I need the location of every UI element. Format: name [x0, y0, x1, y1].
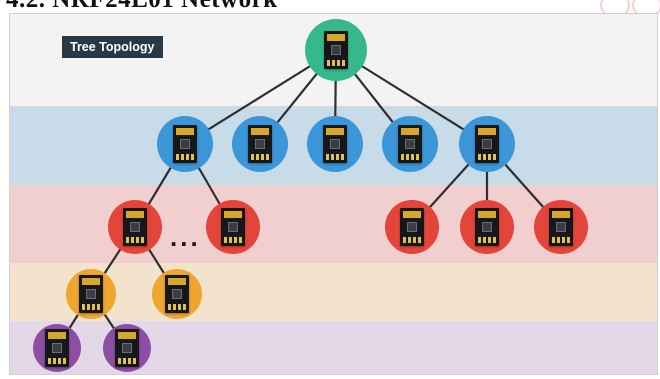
- nrf24l01-module-icon: [45, 329, 69, 367]
- nrf24l01-module-icon: [475, 208, 499, 246]
- level-2-node: [534, 200, 588, 254]
- nrf24l01-module-icon: [248, 125, 272, 163]
- nrf24l01-module-icon: [221, 208, 245, 246]
- level-2-node: [460, 200, 514, 254]
- nrf24l01-module-icon: [475, 125, 499, 163]
- nrf24l01-module-icon: [324, 31, 348, 69]
- level-1-node: [307, 116, 363, 172]
- nrf24l01-module-icon: [115, 329, 139, 367]
- nrf24l01-module-icon: [549, 208, 573, 246]
- section-heading: 4.2. NRF24L01 Network: [0, 0, 660, 13]
- level-1-node: [232, 116, 288, 172]
- nrf24l01-module-icon: [123, 208, 147, 246]
- diagram-label: Tree Topology: [62, 36, 163, 58]
- nrf24l01-module-icon: [79, 275, 103, 313]
- level-4-node: [103, 324, 151, 372]
- level-2-node: [385, 200, 439, 254]
- level-3-node: [152, 269, 202, 319]
- coordinator-node: [305, 19, 367, 81]
- level-2-node: [206, 200, 260, 254]
- level-1-node: [382, 116, 438, 172]
- nrf24l01-module-icon: [323, 125, 347, 163]
- nrf24l01-module-icon: [400, 208, 424, 246]
- nrf24l01-module-icon: [173, 125, 197, 163]
- level-3-node: [66, 269, 116, 319]
- level-1-node: [157, 116, 213, 172]
- level-2-node: [108, 200, 162, 254]
- level-4-node: [33, 324, 81, 372]
- nrf24l01-module-icon: [165, 275, 189, 313]
- level-1-node: [459, 116, 515, 172]
- more-nodes-ellipsis: ...: [170, 222, 201, 252]
- nrf24l01-module-icon: [398, 125, 422, 163]
- level-3-band: [10, 263, 657, 321]
- tree-topology-diagram: Tree Topology ...: [9, 13, 658, 375]
